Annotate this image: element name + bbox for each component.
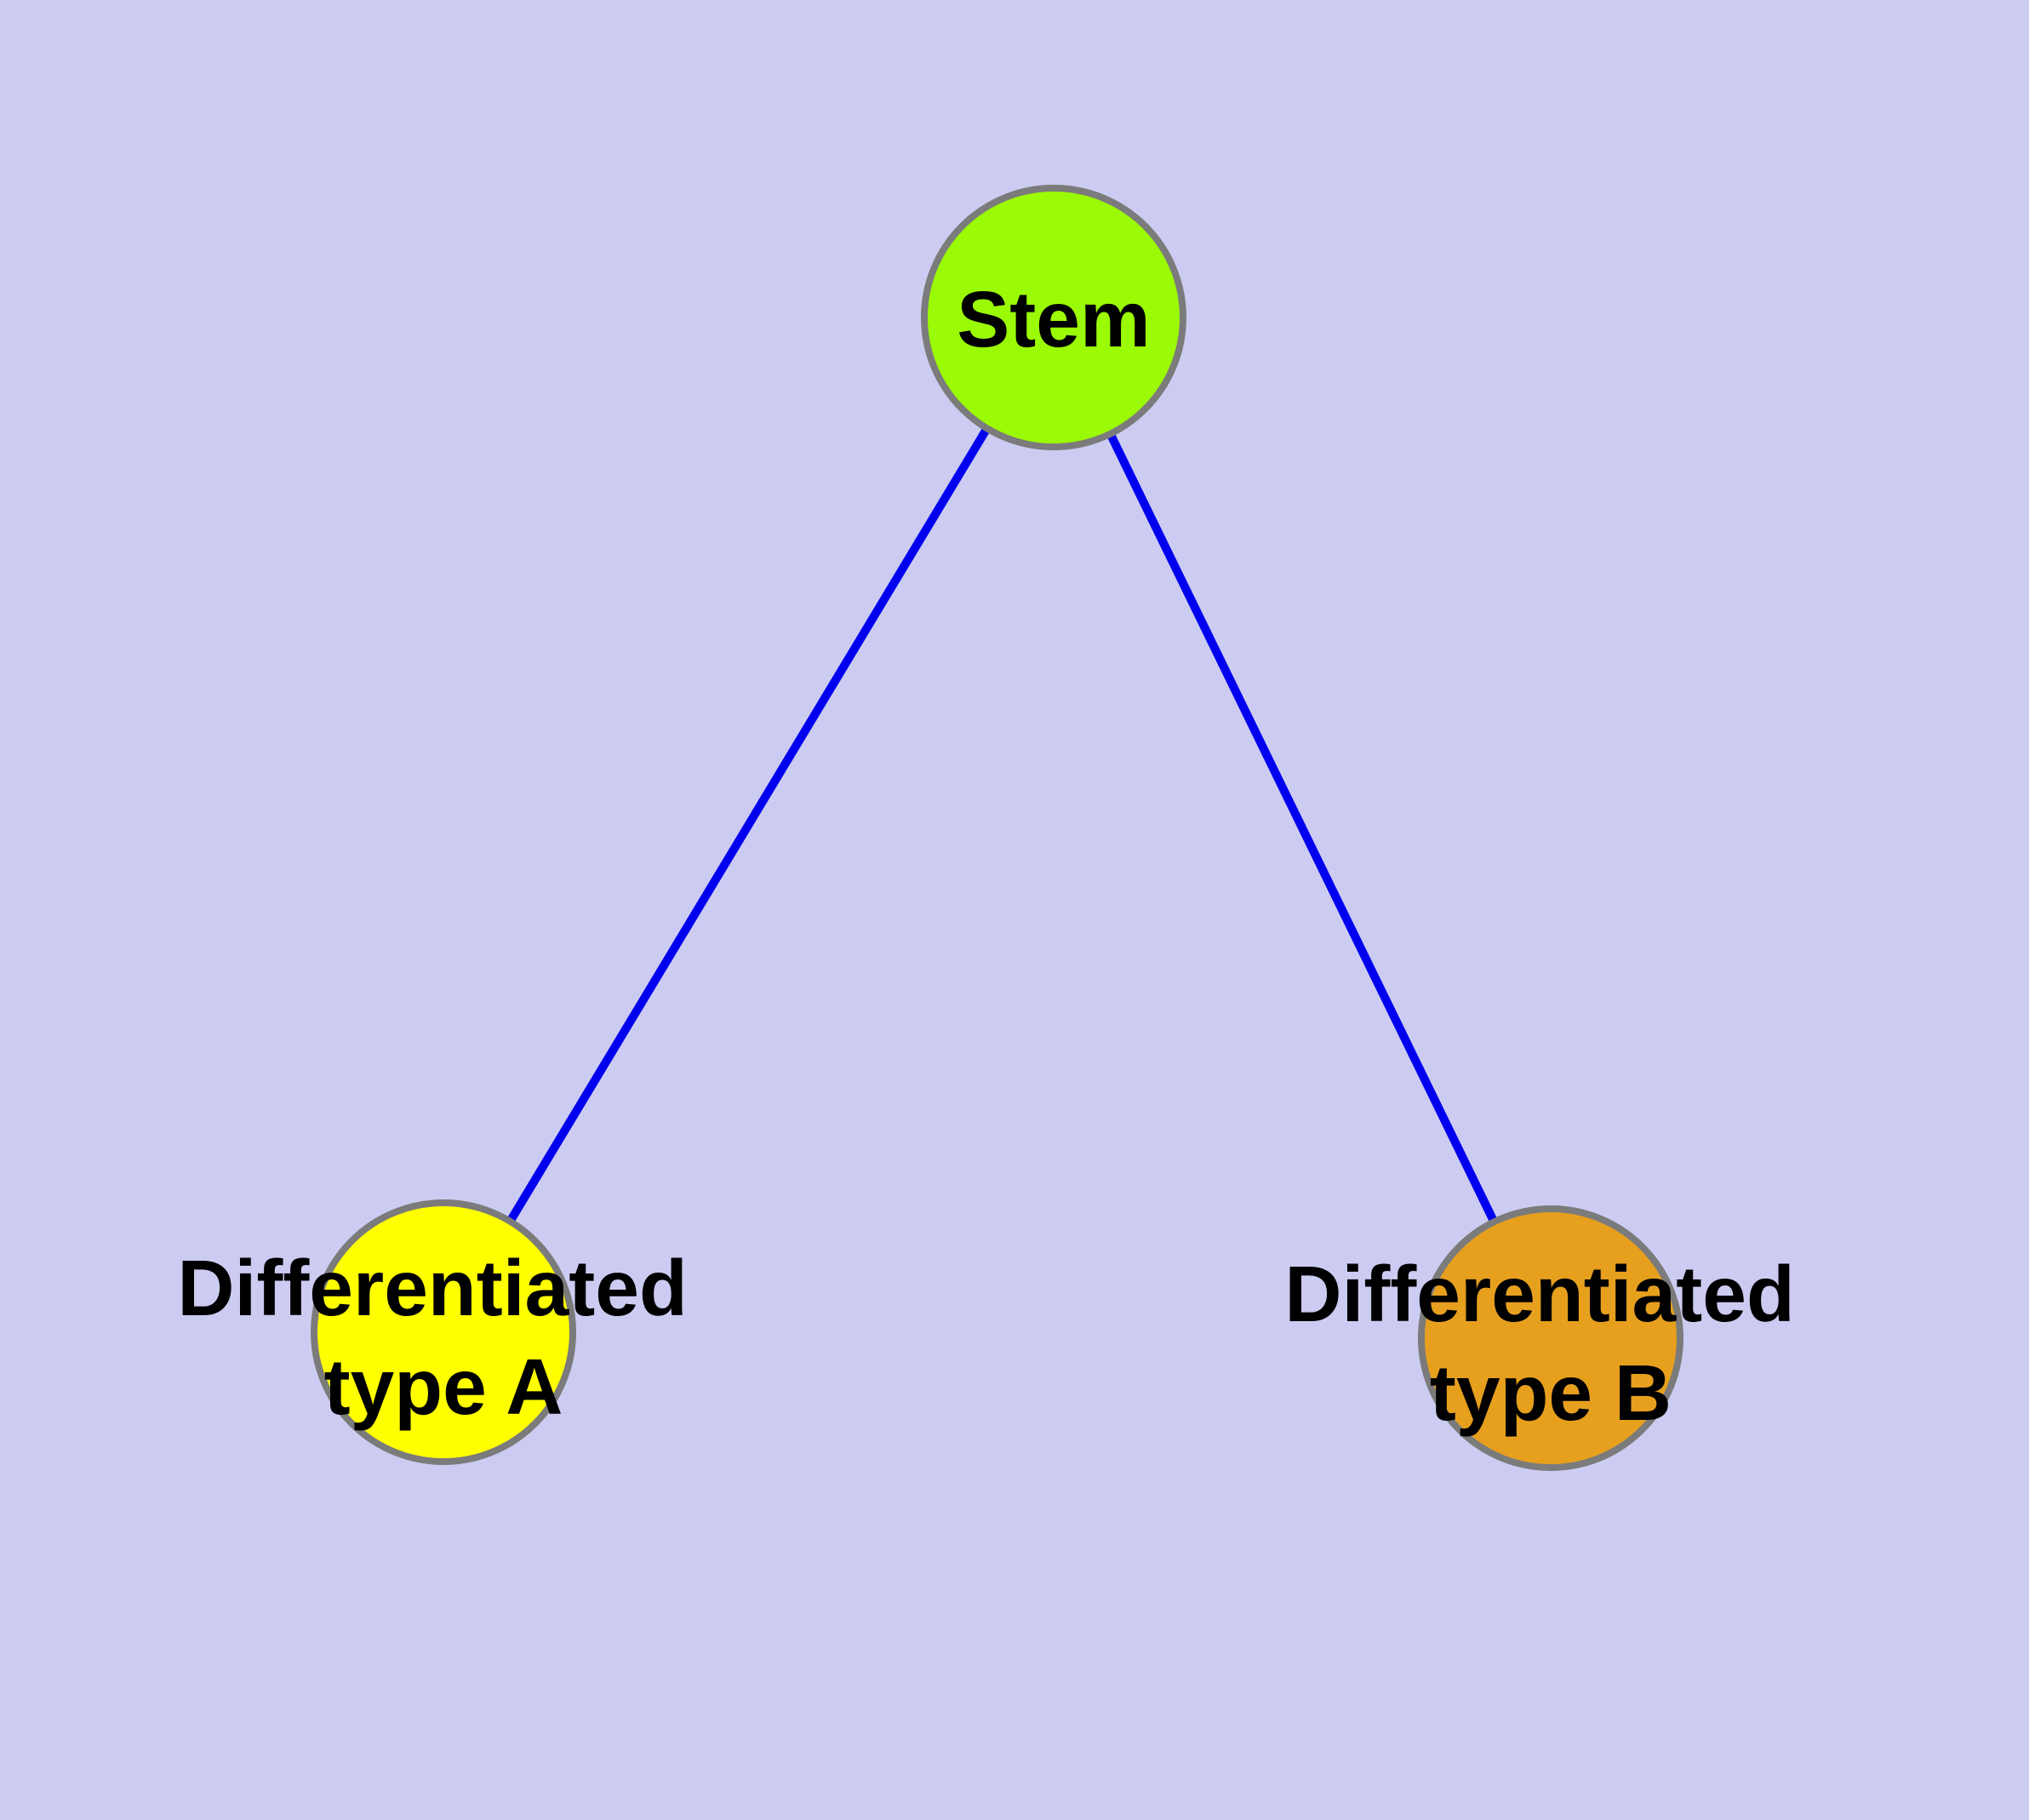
node-differentiated-type-b [1418, 1205, 1683, 1471]
node-type-a-label-line2: type A [324, 1342, 563, 1431]
node-type-b-label-line1: Differentiated [1284, 1250, 1794, 1338]
node-differentiated-type-a [311, 1199, 576, 1465]
node-stem [921, 185, 1186, 450]
node-type-a-label: Differentiated type A [177, 1244, 709, 1431]
node-type-b-label-line2: type B [1430, 1348, 1672, 1437]
node-type-b-label: Differentiated type B [1284, 1250, 1816, 1437]
edge-stem-to-type-b [1049, 315, 1555, 1341]
node-type-a-label-line1: Differentiated [177, 1244, 687, 1332]
edge-stem-to-type-a [439, 315, 1058, 1335]
node-stem-label: Stem [957, 275, 1150, 363]
